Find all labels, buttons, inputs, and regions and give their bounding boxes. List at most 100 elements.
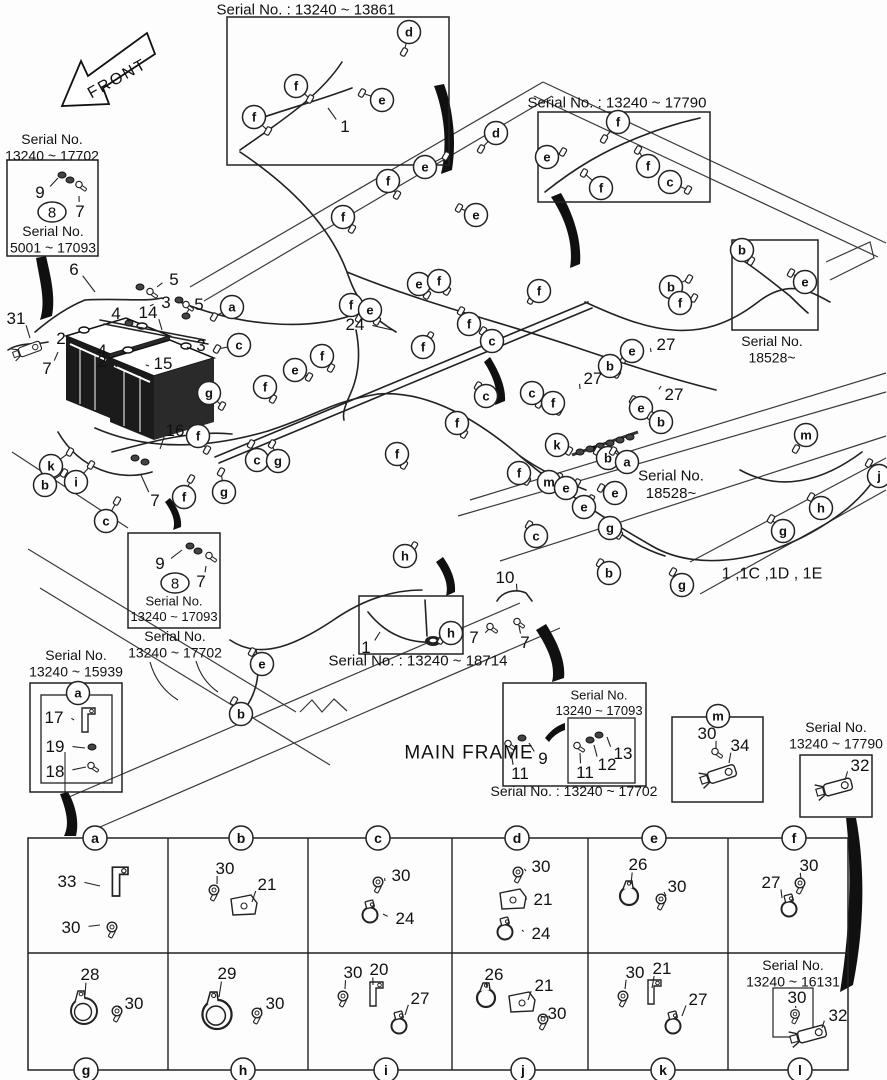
part-number: 30 — [216, 859, 235, 878]
cell-letter-circle — [82, 825, 108, 851]
clamp-glyph — [664, 1010, 682, 1035]
circled-letter: a — [228, 300, 236, 315]
clamp-mark — [596, 483, 606, 493]
number-callout-3: 3 — [186, 336, 206, 355]
number-callout-18: 18 — [46, 762, 87, 781]
circled-letter: c — [488, 334, 495, 349]
number-callout-30: 30 — [624, 963, 645, 990]
nut-glyph — [174, 296, 184, 304]
part-number: 5 — [169, 270, 178, 289]
part-number: 4 — [111, 304, 120, 323]
circle-callout-k: k — [544, 432, 574, 458]
number-callout-21: 21 — [527, 976, 553, 1001]
bracketL-glyph — [81, 707, 96, 733]
part-number: 30 — [626, 963, 645, 982]
part-number: 5 — [194, 295, 203, 314]
inset-serial-battery-screws: Serial No. — [22, 223, 83, 239]
leader-line — [799, 872, 802, 880]
circle-callout-g: g — [668, 567, 695, 598]
nut-glyph — [517, 734, 527, 742]
cell-letter-circle — [73, 1057, 99, 1080]
leader-line — [485, 981, 488, 989]
part-number: 34 — [731, 736, 750, 755]
circled-letter: b — [667, 280, 675, 295]
part-number: 1 — [340, 117, 349, 136]
leader-line — [404, 1004, 409, 1016]
part-number: 6 — [69, 260, 78, 279]
circled-letter: k — [47, 459, 55, 474]
circle-callout-f: f — [375, 168, 402, 200]
cell-letter: k — [659, 1062, 667, 1078]
leader-line — [140, 474, 150, 493]
clamp-mark — [217, 401, 227, 411]
leader-line — [218, 981, 222, 998]
inset-caption-top-harness: Serial No. : 13240 ~ 13861 — [217, 1, 396, 18]
clamp-mark — [684, 274, 694, 284]
part-number: 30 — [800, 856, 819, 875]
leader-line — [113, 353, 116, 357]
number-callout-30: 30 — [344, 963, 362, 990]
inset-bracket-a-box: Serial No.13240 ~ 15939 — [29, 647, 123, 793]
circle-callout-h: h — [436, 620, 464, 646]
part-number: 30 — [532, 857, 551, 876]
screw-glyph — [75, 180, 88, 192]
circle-callout-f: f — [426, 268, 452, 296]
leader-line — [518, 625, 522, 634]
circle-callout-m: m — [705, 703, 731, 729]
terminal-glyph — [698, 764, 738, 789]
circle-callout-g: g — [766, 514, 796, 544]
circle-callout-c: c — [478, 326, 505, 354]
circle-callout-c: c — [523, 520, 549, 549]
nut-glyph — [87, 743, 97, 751]
clamp-glyph — [496, 916, 514, 941]
circled-letter: f — [455, 416, 460, 431]
screw-glyph — [711, 747, 724, 759]
clamp-mark — [263, 126, 273, 136]
leader-line — [521, 929, 525, 932]
circle-callout-a: a — [65, 680, 91, 706]
nut-glyph — [605, 439, 615, 447]
nut-glyph — [575, 448, 585, 456]
number-callout-31: 31 — [7, 309, 31, 339]
circled-letter: i — [74, 475, 78, 490]
circle-callout-g: g — [265, 439, 291, 474]
terminal-glyph — [814, 777, 854, 801]
bracket-glyph — [508, 991, 536, 1013]
nut-glyph — [65, 176, 75, 184]
circle-callout-f: f — [410, 331, 436, 360]
cell-letter: h — [239, 1062, 248, 1078]
harness-run-label: 1 ,1C ,1D , 1E — [722, 566, 823, 583]
clamp-mark — [791, 444, 801, 454]
number-callout-4: 4 — [97, 341, 116, 360]
leader-line — [372, 324, 393, 331]
circle-callout-e: e — [628, 395, 654, 421]
number-callout-26: 26 — [629, 855, 647, 885]
inset-caption-rear-clamp: Serial No. — [741, 333, 802, 349]
clamp-mark — [668, 567, 678, 577]
bolt-glyph — [655, 893, 667, 911]
number-callout-7: 7 — [140, 474, 160, 510]
circled-letter: e — [637, 401, 644, 416]
leader-line — [510, 751, 514, 765]
battery-group — [63, 317, 217, 440]
part-number: 24 — [396, 909, 415, 928]
circled-letter: c — [532, 529, 539, 544]
inset-frame — [127, 532, 221, 629]
circled-letter: d — [405, 25, 413, 40]
cell-letter-circle — [641, 825, 667, 851]
part-number: 21 — [534, 890, 553, 909]
bolt-glyph — [794, 877, 806, 895]
part-number: 30 — [788, 988, 807, 1007]
inset-frame — [671, 716, 764, 803]
inset-caption-battery-screws: 13240 ~ 17702 — [5, 147, 99, 163]
number-callout-27: 27 — [658, 385, 683, 404]
leader-line — [579, 752, 582, 764]
circled-letter: b — [605, 566, 613, 581]
clamp-glyph — [361, 899, 379, 924]
circled-letter: m — [543, 475, 555, 490]
clamp-mark — [357, 88, 367, 98]
part-number: 32 — [851, 756, 870, 775]
leader-line — [344, 980, 347, 990]
